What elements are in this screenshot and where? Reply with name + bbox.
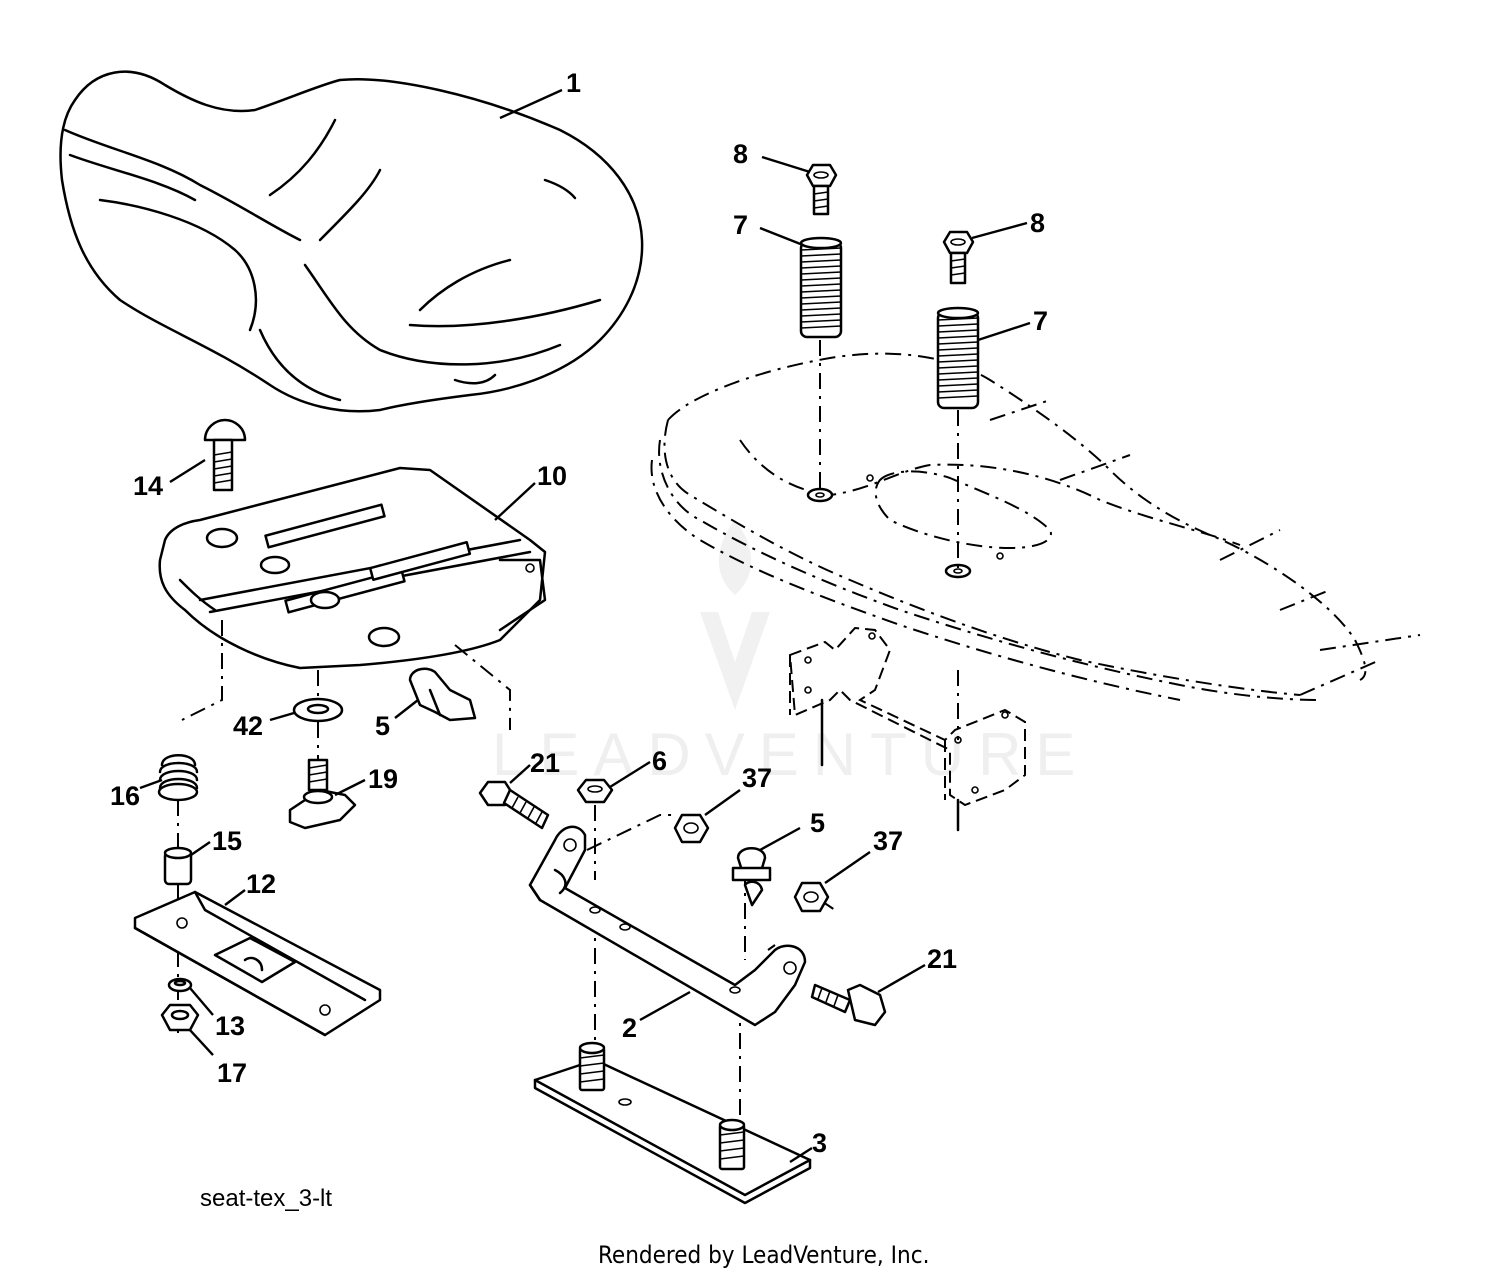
guide-line [586,814,672,851]
callout-7-right: 7 [1033,306,1048,336]
spacer-part: 15 [163,826,242,886]
callout-42: 42 [233,711,263,741]
callout-5-right: 5 [810,808,825,838]
callout-21-right: 21 [927,944,957,974]
footer-credit: Rendered by LeadVenture, Inc. [598,1241,929,1269]
washer-13-part: 13 [167,977,245,1041]
callout-1: 1 [566,68,581,98]
callout-5-left: 5 [375,711,390,741]
carriage-bolt-part: 14 [133,418,247,501]
callout-37-right: 37 [873,826,903,856]
hex-nut-6-part: 6 [576,746,667,804]
callout-10: 10 [537,461,567,491]
seat-pan-part: 10 [158,461,567,670]
spring-16-part: 16 [110,754,199,811]
callout-19: 19 [368,764,398,794]
guide-line [181,620,223,721]
callout-13: 13 [215,1011,245,1041]
slide-plate-part: 12 [133,869,382,1037]
callout-6: 6 [652,746,667,776]
spring-7-left-part: 7 [733,210,843,339]
callout-8-right: 8 [1030,208,1045,238]
callout-16: 16 [110,781,140,811]
watermark-text: LEADVENTURE [492,721,1089,788]
callout-17: 17 [217,1058,247,1088]
bolt-21-left-part: 21 [478,748,560,830]
bolt-8-left-part: 8 [733,139,838,216]
callout-7-left: 7 [733,210,748,240]
bolt-8-right-part: 8 [942,208,1045,285]
knob-part: 19 [288,758,398,830]
seat-bracket-part: 2 [528,825,807,1043]
bolt-21-right-part: 21 [810,944,957,1027]
fender-frame-outline [650,352,1421,832]
callout-3: 3 [812,1128,827,1158]
spring-7-right-part: 7 [936,306,1048,410]
guide-line [767,944,776,951]
seat-plate-part: 3 [533,1041,827,1205]
callout-37-left: 37 [742,763,772,793]
callout-14: 14 [133,471,163,501]
guide-line [454,644,511,730]
callout-12: 12 [246,869,276,899]
wire-clip-left-part: 5 [375,667,477,741]
lock-nut-17-part: 17 [160,1003,247,1088]
wire-clip-right-part: 5 [731,808,825,907]
callout-21-left: 21 [530,748,560,778]
nut-37-left-part: 37 [673,763,772,844]
diagram-code: seat-tex_3-lt [200,1185,332,1212]
seat-part: 1 [59,68,644,413]
callout-15: 15 [212,826,242,856]
washer-42-part: 42 [233,697,344,741]
watermark-logo: LEADVENTURE [492,520,1089,788]
callout-2: 2 [622,1013,637,1043]
callout-8-left: 8 [733,139,748,169]
nut-37-right-part: 37 [793,826,903,913]
